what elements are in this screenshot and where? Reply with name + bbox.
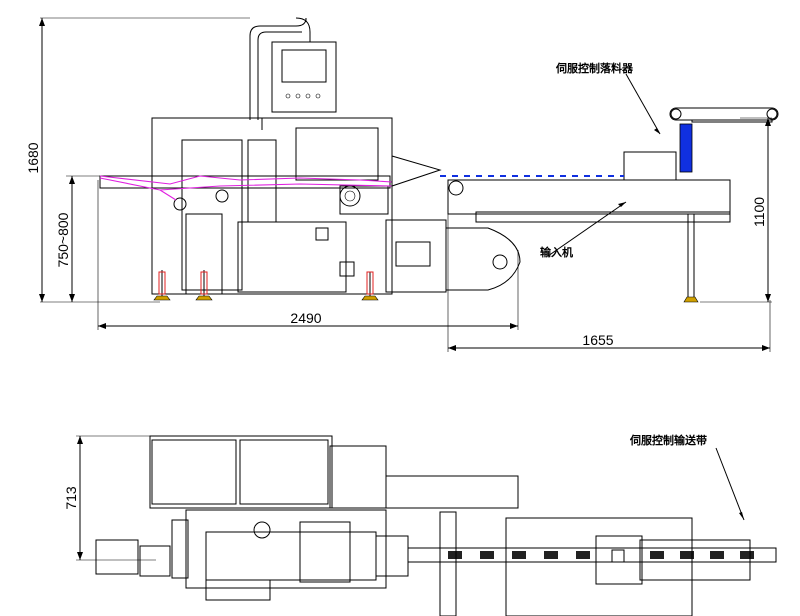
servo-feeder-label: 伺服控制落料器 [555,61,634,75]
film-path [99,175,393,201]
infeed-label: 输入机 [540,245,573,259]
label-infeed: 输入机 [540,201,627,259]
dim-plan-width: 713 [63,435,156,561]
dim-work-height-text: 750~800 [55,212,71,267]
conveyor-blocks [448,551,754,559]
control-panel [249,17,337,130]
label-servo-feeder: 伺服控制落料器 [555,61,661,135]
dim-feeder-height: 1100 [700,117,772,303]
infeed-unit [385,151,731,293]
dim-length-text: 2490 [290,310,321,326]
dim-length: 2490 [97,180,519,330]
main-frame [99,117,393,301]
label-conveyor: 伺服控制输送带 [629,433,745,521]
conveyor-label: 伺服控制输送带 [629,433,707,447]
dim-total-height-text: 1680 [25,142,41,173]
dim-work-height: 750~800 [55,175,100,302]
dim-feeder-length-text: 1655 [582,332,613,348]
dim-feeder-length: 1655 [447,210,771,352]
elevation-view: 1680 750~800 2490 1655 [25,17,779,352]
dim-feeder-height-text: 1100 [751,197,767,227]
servo-feeder [669,107,779,303]
dim-plan-width-text: 713 [63,486,79,510]
dim-total-height: 1680 [25,17,250,303]
plan-view: 713 [63,433,777,616]
